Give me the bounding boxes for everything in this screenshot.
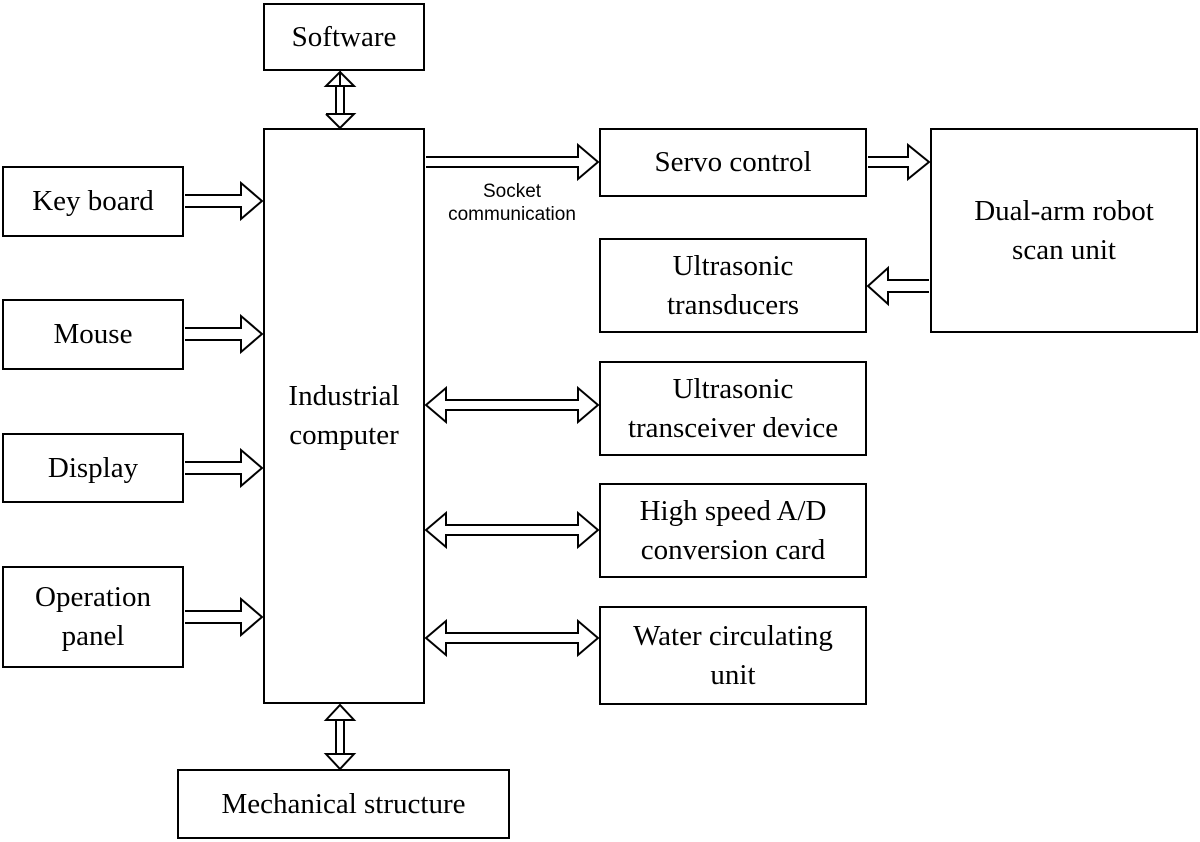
industrial-computer-block: Industrial computer [263, 128, 425, 704]
ultrasonic-transceiver-label: Ultrasonic transceiver device [627, 372, 839, 444]
keyboard-block: Key board [2, 166, 184, 237]
software-label: Software [291, 20, 397, 53]
industrial-computer-label: Industrial computer [288, 380, 400, 451]
operation-panel-block: Operation panel [2, 566, 184, 668]
mechanical-structure-block: Mechanical structure [177, 769, 510, 839]
display-label: Display [47, 451, 139, 484]
ad-conversion-card-block: High speed A/D conversion card [599, 483, 867, 578]
computer-servo-arrow [426, 142, 600, 182]
operation-panel-arrow [185, 596, 264, 638]
ultrasonic-transceiver-block: Ultrasonic transceiver device [599, 361, 867, 456]
keyboard-label: Key board [32, 185, 154, 217]
servo-control-label: Servo control [654, 146, 812, 178]
mechanical-structure-label: Mechanical structure [221, 787, 466, 820]
display-block: Display [2, 433, 184, 503]
computer-water-arrow [424, 618, 600, 658]
ultrasonic-transducers-block: Ultrasonic transducers [599, 238, 867, 333]
software-block: Software [263, 3, 425, 71]
robot-transducers-arrow [866, 265, 929, 307]
dual-arm-robot-block: Dual-arm robot scan unit [930, 128, 1198, 333]
ad-conversion-card-label: High speed A/D conversion card [639, 494, 827, 566]
servo-control-block: Servo control [599, 128, 867, 197]
mouse-block: Mouse [2, 299, 184, 370]
socket-communication-label: Socket communication [448, 181, 576, 225]
computer-mechanical-arrow [323, 703, 357, 771]
water-circulating-unit-label: Water circulating unit [633, 619, 833, 691]
dual-arm-robot-label: Dual-arm robot scan unit [974, 194, 1154, 266]
water-circulating-unit-block: Water circulating unit [599, 606, 867, 705]
software-computer-arrow [323, 69, 357, 130]
display-arrow [185, 447, 264, 489]
mouse-arrow [185, 313, 264, 355]
mouse-label: Mouse [53, 318, 133, 350]
keyboard-arrow [185, 180, 264, 222]
computer-adcard-arrow [424, 510, 600, 550]
computer-transceiver-arrow [424, 385, 600, 425]
ultrasonic-transducers-label: Ultrasonic transducers [666, 249, 800, 321]
operation-panel-label: Operation panel [35, 581, 151, 652]
servo-robot-arrow [868, 142, 931, 182]
